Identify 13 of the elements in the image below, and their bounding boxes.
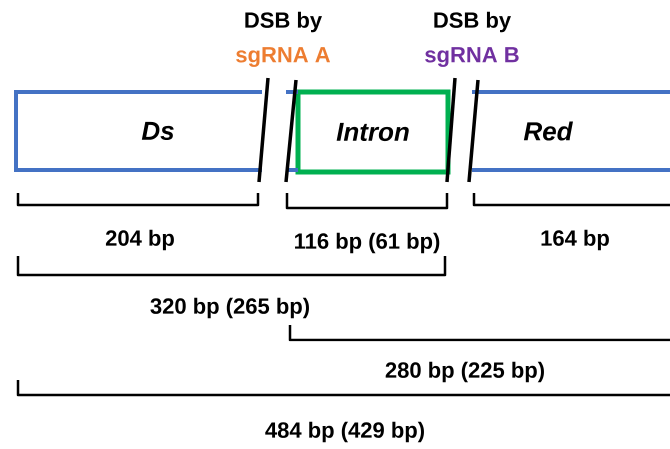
dimension-label: 164 bp [542, 230, 609, 250]
dimension-label: 484 bp (429 bp) [265, 422, 424, 442]
annotation-text: DSB by [434, 12, 511, 32]
dimension-label: 204 bp [106, 230, 174, 250]
segment-box: Intron [296, 90, 450, 174]
annotation-text: sgRNA A [236, 47, 330, 67]
dimension-label: 116 bp (61 bp) [295, 232, 440, 254]
annotation-text: DSB by [245, 12, 322, 32]
annotation-text: sgRNA B [425, 47, 519, 67]
dimension-label: 320 bp (265 bp) [150, 298, 309, 318]
dimension-label: 280 bp (225 bp) [386, 362, 544, 382]
segment-box: Red [470, 90, 670, 172]
segment-box: Ds [14, 90, 262, 172]
